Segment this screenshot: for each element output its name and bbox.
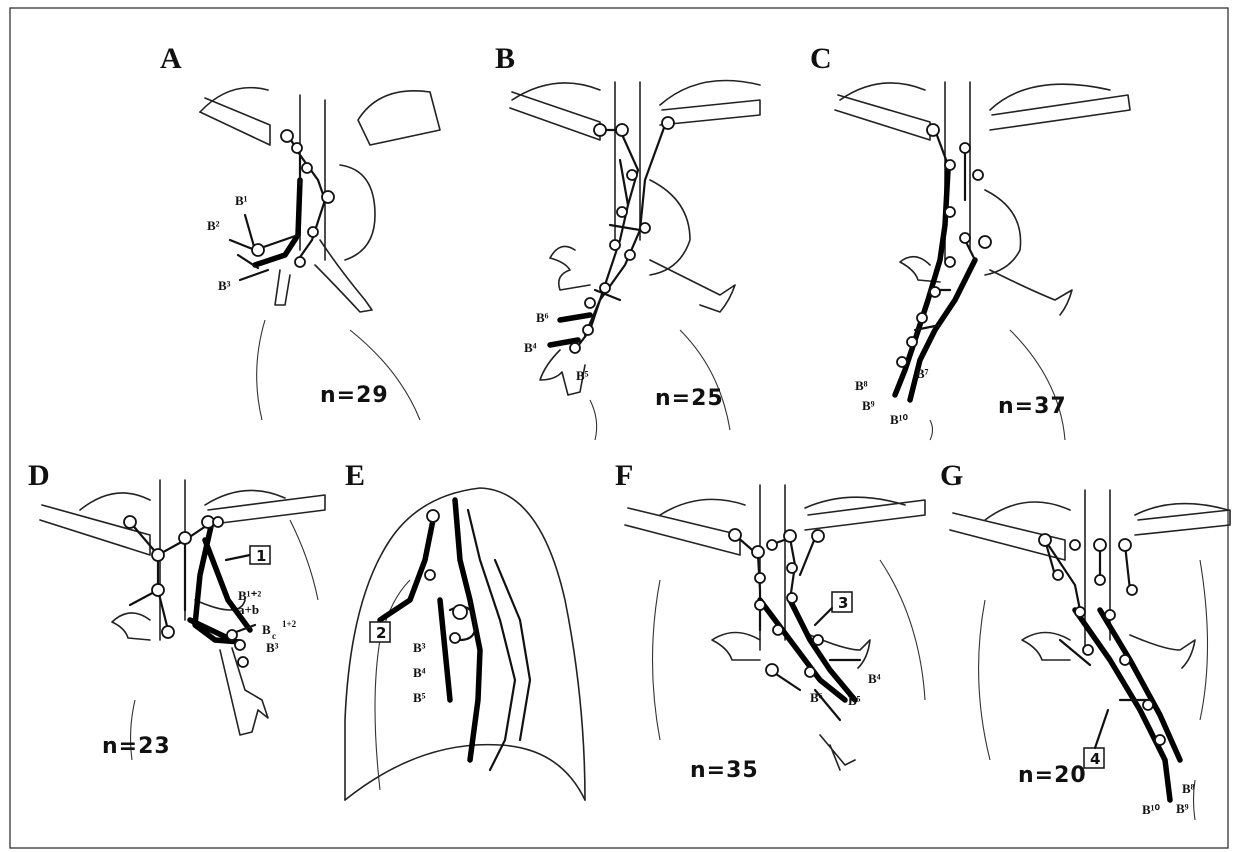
panel-f-box-number: 3 xyxy=(838,594,848,612)
panel-d-letter: D xyxy=(28,459,50,492)
panel-a-anatomy xyxy=(200,88,440,420)
panel-a-label-b3: B³ xyxy=(218,278,231,293)
panel-g-box-number: 4 xyxy=(1090,750,1100,768)
panel-d-box-number: 1 xyxy=(256,547,266,565)
panel-f-label-b5: B⁵ xyxy=(848,693,861,708)
panel-a-letter: A xyxy=(160,42,182,75)
panel-b-label-b5: B⁵ xyxy=(576,368,589,383)
panel-c-lymph-paths xyxy=(895,124,991,400)
panel-b-count: n=25 xyxy=(655,386,724,411)
panel-g-letter: G xyxy=(940,459,963,492)
panel-a: A B¹ B² B³ n=29 xyxy=(160,42,440,420)
panel-e: E 2 B³ B⁴ B⁵ xyxy=(345,459,585,800)
panel-a-label-b2: B² xyxy=(207,218,220,233)
panel-c-anatomy xyxy=(835,82,1130,440)
panel-f: F xyxy=(615,459,925,783)
panel-d-label-b: B xyxy=(262,622,271,637)
panel-c-label-b8: B⁸ xyxy=(855,378,868,393)
panel-f-label-b4: B⁴ xyxy=(868,671,881,686)
panel-e-label-b3: B³ xyxy=(413,640,426,655)
panel-d-count: n=23 xyxy=(102,734,171,759)
panel-d-lymph-paths xyxy=(124,516,255,667)
panel-g-label-b10: B¹⁰ xyxy=(1142,802,1161,817)
panel-f-pointer xyxy=(815,608,832,625)
panel-e-vessels xyxy=(380,500,530,770)
panel-c: C xyxy=(810,42,1130,440)
panel-c-label-b10: B¹⁰ xyxy=(890,412,909,427)
panel-g-count: n=20 xyxy=(1018,763,1087,788)
panel-c-count: n=37 xyxy=(998,394,1067,419)
panel-f-letter: F xyxy=(615,459,633,492)
panel-b-letter: B xyxy=(495,42,515,75)
panel-g: G xyxy=(940,459,1230,820)
panel-b: B xyxy=(495,42,760,440)
panel-c-letter: C xyxy=(810,42,832,75)
panel-f-lymph-paths xyxy=(729,529,860,720)
panel-f-label-b6: B⁶ xyxy=(810,690,823,705)
panel-d-label-1plus2: 1+2 xyxy=(282,619,297,629)
panel-d: D 1 B¹ xyxy=(28,459,325,760)
panel-e-label-b5: B⁵ xyxy=(413,690,426,705)
panel-d-label-b1plus2: B¹⁺² xyxy=(238,588,261,603)
panel-e-box-number: 2 xyxy=(376,624,386,642)
panel-b-label-b4: B⁴ xyxy=(524,340,537,355)
panel-e-lung-outline xyxy=(345,488,585,800)
panel-e-letter: E xyxy=(345,459,365,492)
panel-d-label-b3: B³ xyxy=(266,640,279,655)
panel-g-label-b8: B⁸ xyxy=(1182,781,1195,796)
panel-g-label-b9: B⁹ xyxy=(1176,801,1189,816)
panel-b-label-b6: B⁶ xyxy=(536,310,549,325)
panel-b-lymph-paths xyxy=(550,117,674,353)
panel-a-count: n=29 xyxy=(320,383,389,408)
panel-c-label-b7: B⁷ xyxy=(916,366,929,381)
panel-c-label-b9: B⁹ xyxy=(862,398,875,413)
panel-g-pointer xyxy=(1095,710,1108,748)
panel-e-label-b4: B⁴ xyxy=(413,665,426,680)
panel-f-count: n=35 xyxy=(690,758,759,783)
panel-a-label-b1: B¹ xyxy=(235,193,248,208)
panel-d-label-ab: a+b xyxy=(238,602,259,617)
